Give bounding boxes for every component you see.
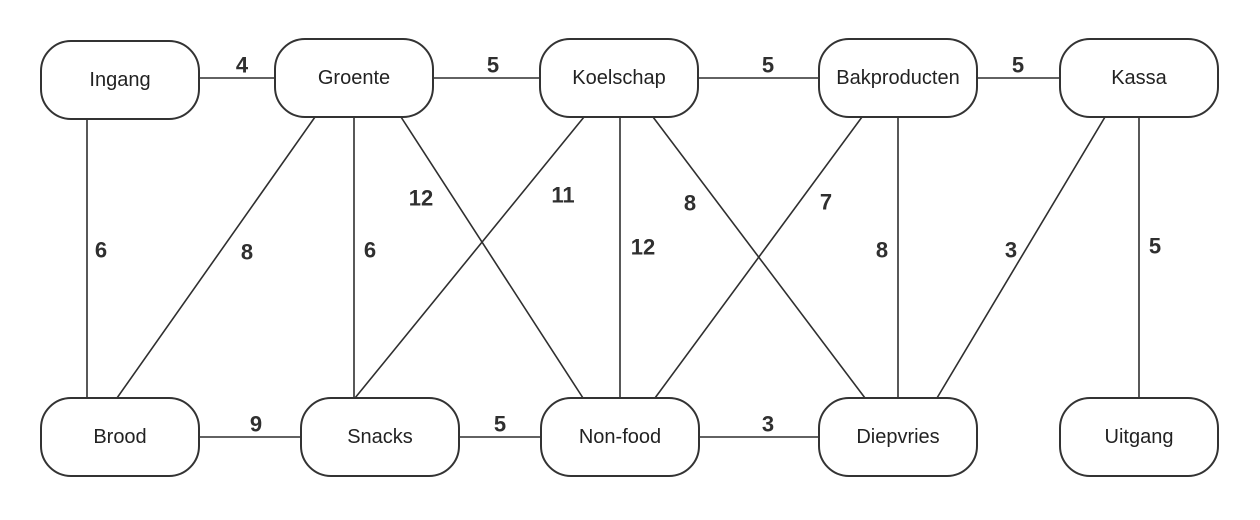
edge-weight-label: 12 <box>631 235 655 260</box>
edge-bakproducten-diepvries: 8 <box>876 117 899 398</box>
edge-weight-label: 7 <box>820 190 832 215</box>
edge-weight-label: 5 <box>494 412 506 437</box>
node-box <box>274 38 434 118</box>
edge-groente-brood: 8 <box>116 116 316 399</box>
edge-weight-label: 5 <box>1149 234 1161 259</box>
edge-snacks-nonfood: 5 <box>459 412 541 438</box>
edge-bakproducten-nonfood: 7 <box>654 116 863 399</box>
edge-weight-label: 5 <box>487 53 499 78</box>
edge-ingang-brood: 6 <box>86 119 107 398</box>
edge-koelschap-bakproducten: 5 <box>698 53 819 79</box>
edge-kassa-uitgang: 5 <box>1138 117 1161 398</box>
node-box <box>300 397 460 477</box>
edge-weight-label: 3 <box>1005 238 1017 263</box>
node-label: Brood <box>93 426 146 448</box>
edge-line <box>354 116 585 399</box>
nodes-layer: Ingang Groente Koelschap Bakproducten KassaB… <box>40 38 1219 477</box>
edge-weight-label: 9 <box>250 412 262 437</box>
node-box <box>818 38 978 118</box>
node-box <box>818 397 978 477</box>
edge-brood-snacks: 9 <box>199 412 301 438</box>
node-groente: Groente <box>274 38 434 118</box>
edge-weight-label: 8 <box>684 191 696 216</box>
edge-weight-label: 5 <box>1012 53 1024 78</box>
node-bakproducten: Bakproducten <box>818 38 978 118</box>
edge-weight-label: 5 <box>762 53 774 78</box>
node-ingang: Ingang <box>40 40 200 120</box>
node-label: Koelschap <box>572 67 665 89</box>
node-box <box>1059 397 1219 477</box>
edge-line <box>400 116 584 399</box>
node-nonfood: Non-food <box>540 397 700 477</box>
edge-weight-label: 12 <box>409 186 433 211</box>
edge-line <box>654 116 863 399</box>
node-box <box>40 40 200 120</box>
node-label: Groente <box>318 67 390 89</box>
edge-ingang-groente: 4 <box>199 53 275 79</box>
node-snacks: Snacks <box>300 397 460 477</box>
node-box <box>539 38 699 118</box>
edge-groente-nonfood: 12 <box>400 116 584 399</box>
node-brood: Brood <box>40 397 200 477</box>
node-label: Uitgang <box>1105 426 1174 448</box>
node-koelschap: Koelschap <box>539 38 699 118</box>
node-label: Snacks <box>347 426 413 448</box>
edge-bakproducten-kassa: 5 <box>977 53 1060 79</box>
edge-nonfood-diepvries: 3 <box>699 412 819 438</box>
node-box <box>1059 38 1219 118</box>
edge-weight-label: 8 <box>876 238 888 263</box>
edge-weight-label: 8 <box>241 240 253 265</box>
node-uitgang: Uitgang <box>1059 397 1219 477</box>
edge-groente-snacks: 6 <box>353 117 376 398</box>
edge-line <box>936 116 1106 399</box>
edge-weight-label: 4 <box>236 53 249 78</box>
node-diepvries: Diepvries <box>818 397 978 477</box>
node-box <box>540 397 700 477</box>
edge-groente-koelschap: 5 <box>433 53 540 79</box>
node-kassa: Kassa <box>1059 38 1219 118</box>
edge-koelschap-nonfood: 12 <box>619 117 655 398</box>
node-box <box>40 397 200 477</box>
edge-weight-label: 6 <box>95 238 107 263</box>
edge-weight-label: 11 <box>551 183 574 208</box>
edge-line <box>116 116 316 399</box>
node-label: Kassa <box>1111 67 1167 89</box>
edge-weight-label: 6 <box>364 238 376 263</box>
node-label: Ingang <box>89 69 150 91</box>
edge-koelschap-snacks: 11 <box>354 116 585 399</box>
edge-weight-label: 3 <box>762 412 774 437</box>
node-label: Non-food <box>579 426 661 448</box>
node-label: Diepvries <box>856 426 939 448</box>
node-label: Bakproducten <box>836 67 959 89</box>
edge-kassa-diepvries: 3 <box>936 116 1106 399</box>
edges-layer: 4 5 5 5 6 8 6 12 11 12 8 7 8 3 5 9 5 3 <box>86 53 1161 438</box>
